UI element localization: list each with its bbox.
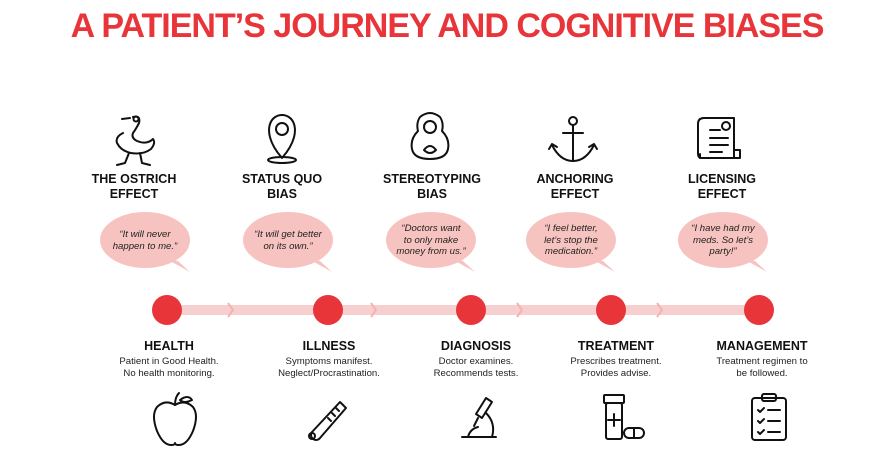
stage-title-treatment: TREATMENT <box>577 339 655 353</box>
stage-desc-line: Recommends tests. <box>433 367 519 379</box>
stage-title-illness: ILLNESS <box>302 339 356 353</box>
timeline-node-treatment <box>596 295 626 325</box>
location-pin-icon <box>267 114 297 164</box>
timeline-node-management <box>744 295 774 325</box>
timeline-chevrons <box>227 302 664 318</box>
certificate-icon <box>697 117 741 159</box>
quote-line: “It will never <box>119 229 171 240</box>
bias-label-line: EFFECT <box>697 187 747 201</box>
stage-desc-line: Patient in Good Health. <box>119 356 219 367</box>
bias-label-anchoring: ANCHORING EFFECT <box>505 172 645 202</box>
stage-title-health: HEALTH <box>144 339 194 353</box>
stage-desc-illness: Symptoms manifest. Neglect/Procrastinati… <box>254 356 404 379</box>
bias-label-line: ANCHORING <box>536 172 614 186</box>
quote-line: “I feel better, <box>544 223 598 234</box>
timeline-node-diagnosis <box>456 295 486 325</box>
bias-label-line: EFFECT <box>109 187 159 201</box>
quote-line: party!” <box>709 246 737 257</box>
checklist-icon <box>751 393 787 441</box>
speech-bubble <box>526 212 616 272</box>
stage-desc-diagnosis: Doctor examines. Recommends tests. <box>401 356 551 379</box>
quote-anchoring: “I feel better, let’s stop the medicatio… <box>521 223 621 258</box>
bias-label-status-quo: STATUS QUO BIAS <box>212 172 352 202</box>
chevron-icon <box>370 302 378 318</box>
quote-line: meds. So let’s <box>692 234 754 246</box>
pill-bottle-icon <box>603 394 645 440</box>
bias-label-licensing: LICENSING EFFECT <box>652 172 792 202</box>
quote-licensing: “I have had my meds. So let’s party!” <box>673 223 773 258</box>
bias-label-line: STATUS QUO <box>241 172 323 186</box>
quote-line: medication.” <box>544 246 598 257</box>
stage-desc-health: Patient in Good Health. No health monito… <box>94 356 244 379</box>
quote-line: to only make <box>403 234 459 246</box>
chevron-icon <box>656 302 664 318</box>
bias-label-line: EFFECT <box>550 187 600 201</box>
speech-bubble <box>100 212 190 272</box>
chevron-icon <box>516 302 524 318</box>
bias-label-ostrich: THE OSTRICH EFFECT <box>64 172 204 202</box>
quote-line: “It will get better <box>254 229 322 240</box>
quote-line: “Doctors want <box>401 223 461 234</box>
speech-bubble <box>243 212 333 272</box>
bias-label-line: LICENSING <box>687 172 757 186</box>
timeline-node-illness <box>313 295 343 325</box>
ostrich-icon <box>115 115 156 166</box>
stage-desc-line: Treatment regimen to <box>716 356 808 367</box>
matryoshka-doll-icon <box>410 112 450 160</box>
quote-stereotyping: “Doctors want to only make money from us… <box>381 223 481 258</box>
chevron-icon <box>227 302 235 318</box>
page-title: A PATIENT’S JOURNEY AND COGNITIVE BIASES <box>70 7 825 45</box>
stage-desc-line: No health monitoring. <box>123 367 215 379</box>
stage-title-diagnosis: DIAGNOSIS <box>440 339 512 353</box>
stage-desc-line: Provides advise. <box>580 367 652 379</box>
bias-label-stereotyping: STEREOTYPING BIAS <box>362 172 502 202</box>
bias-label-line: STEREOTYPING <box>383 172 481 186</box>
quote-status-quo: “It will get better on its own.” <box>238 229 338 252</box>
bias-label-line: THE OSTRICH <box>91 172 177 186</box>
bias-label-line: BIAS <box>417 187 447 201</box>
stage-desc-management: Treatment regimen to be followed. <box>687 356 837 379</box>
microscope-icon <box>461 397 497 438</box>
quote-line: money from us.” <box>396 246 466 257</box>
thermometer-icon <box>308 401 347 441</box>
bias-label-line: BIAS <box>267 187 297 201</box>
quote-line: let’s stop the <box>544 234 598 246</box>
stage-desc-line: Symptoms manifest. <box>285 356 373 367</box>
timeline-node-health <box>152 295 182 325</box>
speech-bubble <box>386 212 476 272</box>
timeline-nodes <box>152 295 774 325</box>
stage-desc-treatment: Prescribes treatment. Provides advise. <box>541 356 691 379</box>
quote-line: “I have had my <box>691 223 755 234</box>
anchor-icon <box>548 116 598 162</box>
stage-desc-line: Neglect/Procrastination. <box>278 367 380 379</box>
stage-title-management: MANAGEMENT <box>716 339 808 353</box>
quote-line: on its own.” <box>263 240 313 252</box>
quote-ostrich: “It will never happen to me.” <box>95 229 195 252</box>
stage-desc-line: Doctor examines. <box>438 356 514 367</box>
quote-line: happen to me.” <box>112 240 178 252</box>
apple-icon <box>153 392 197 446</box>
speech-bubble <box>678 212 768 272</box>
stage-desc-line: Prescribes treatment. <box>570 356 662 367</box>
stage-desc-line: be followed. <box>736 367 788 379</box>
